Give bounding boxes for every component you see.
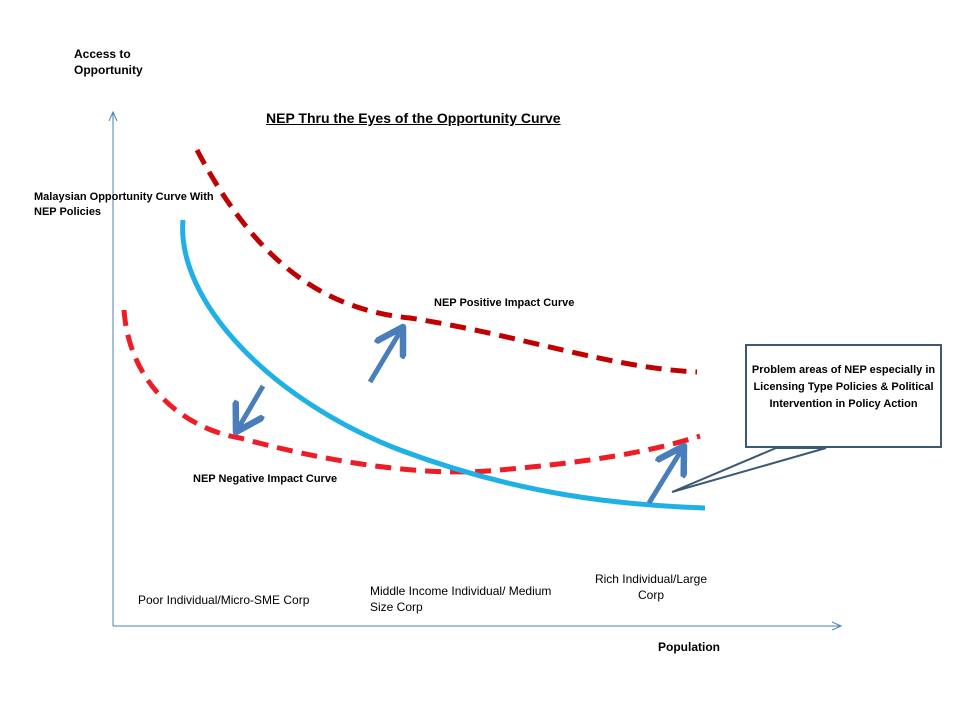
opportunity-curve	[180, 219, 706, 511]
callout-text: Problem areas of NEP especially in Licen…	[751, 364, 936, 410]
negative-impact-arrow	[236, 384, 266, 432]
negative-curve-label: NEP Negative Impact Curve	[193, 473, 338, 485]
opportunity-curve-label: Malaysian Opportunity Curve With NEP Pol…	[34, 191, 214, 218]
positive-impact-curve	[194, 148, 698, 375]
negative-impact-curve	[121, 309, 701, 475]
y-axis-label: Access to Opportunity	[74, 47, 143, 77]
callout-pointer	[671, 447, 827, 493]
diagram-title: NEP Thru the Eyes of the Opportunity Cur…	[266, 110, 561, 126]
category-poor-label: Poor Individual/Micro-SME Corp	[138, 593, 310, 607]
category-middle-label: Middle Income Individual/ Medium Size Co…	[370, 584, 552, 614]
positive-impact-arrow	[367, 327, 403, 384]
problem-area-arrow	[646, 446, 684, 505]
callout-box: Problem areas of NEP especially in Licen…	[745, 344, 942, 448]
category-rich-label: Rich Individual/Large Corp	[594, 572, 708, 602]
positive-curve-label: NEP Positive Impact Curve	[434, 297, 575, 309]
x-axis-label: Population	[658, 640, 720, 654]
